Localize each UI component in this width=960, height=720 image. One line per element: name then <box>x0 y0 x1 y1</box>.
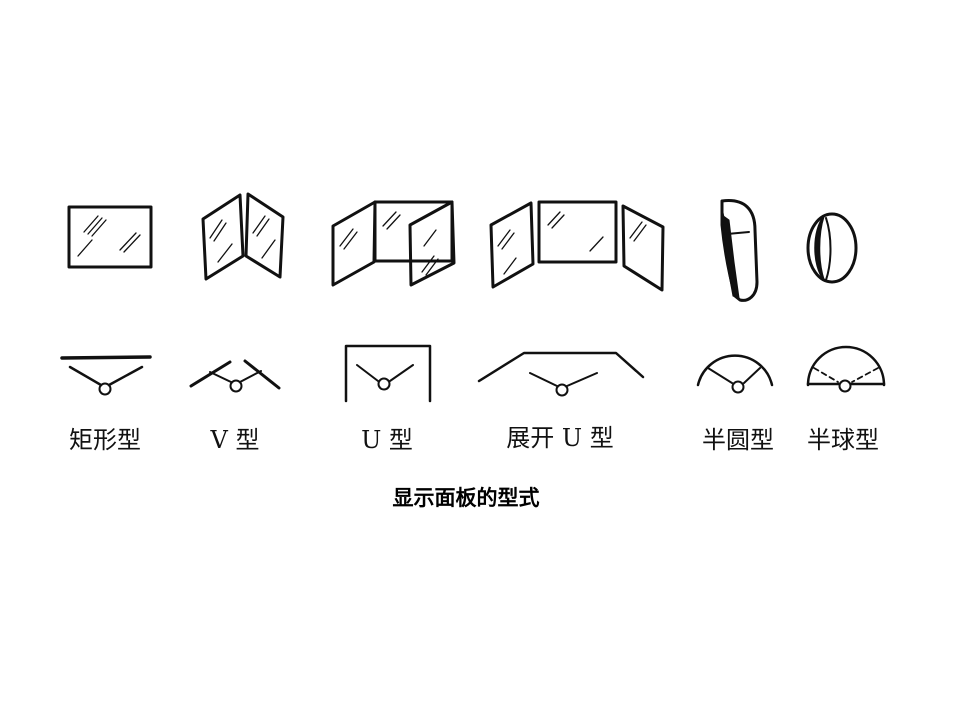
v-panel-plan <box>189 359 281 393</box>
label-hemisphere-panel: 半球型 <box>807 426 879 454</box>
open-u-panel-drawing <box>489 200 665 292</box>
label-rect-panel: 矩形型 <box>69 426 141 454</box>
diagram-caption: 显示面板的型式 <box>392 486 540 510</box>
hemisphere-panel-drawing <box>806 212 858 284</box>
label-u-panel: U 型 <box>361 426 413 454</box>
rect-panel-drawing <box>67 205 153 269</box>
hemisphere-panel-plan <box>806 345 886 393</box>
semicircle-panel-drawing <box>720 199 759 302</box>
label-semicircle-panel: 半圆型 <box>702 426 774 454</box>
label-open-u-panel: 展开 U 型 <box>506 424 614 452</box>
semicircle-panel-plan <box>696 354 774 394</box>
u-panel-drawing <box>331 200 456 287</box>
v-panel-drawing <box>201 192 285 281</box>
rect-panel-plan <box>60 355 152 396</box>
u-panel-plan <box>344 344 432 403</box>
label-v-panel: V 型 <box>210 426 260 454</box>
open-u-panel-plan <box>477 351 645 397</box>
